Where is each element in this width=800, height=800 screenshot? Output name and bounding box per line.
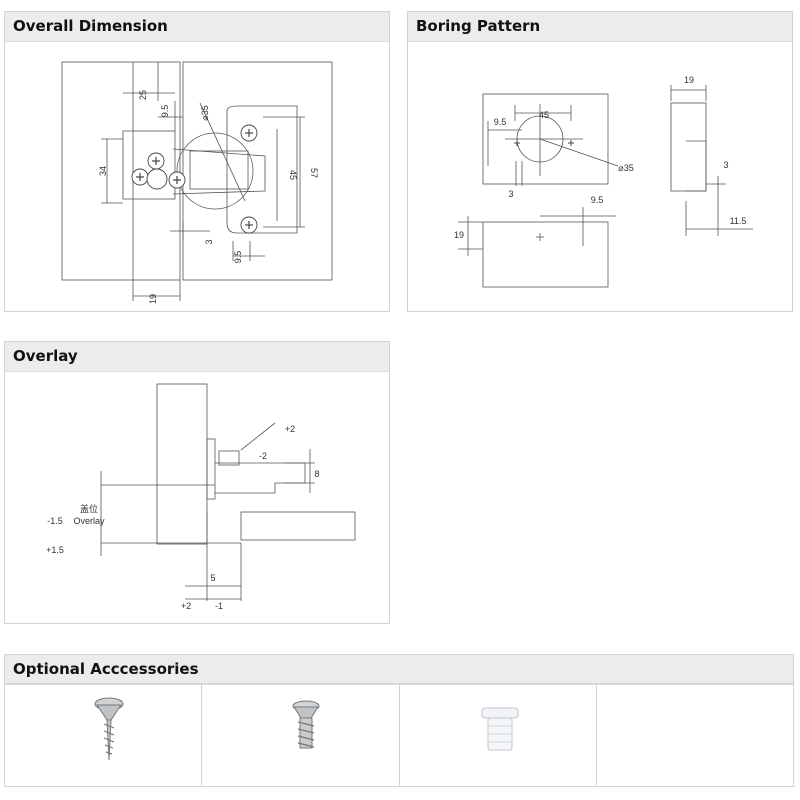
bp-dim-diameter-35: ⌀35 [618, 163, 633, 173]
accessories-row [4, 683, 794, 787]
overlay-dim-plus-2-top: +2 [285, 424, 295, 434]
accessories-title: Optional Acccessories [5, 655, 793, 685]
overlay-label-english: Overlay [73, 516, 105, 526]
bp-dim-9-5-a: 9.5 [494, 117, 507, 127]
countersunk-screw-icon [94, 697, 124, 761]
overlay-dim-minus-1-bottom: -1 [215, 601, 223, 611]
dim-diameter-35: ⌀35 [200, 105, 210, 120]
accessory-item-3 [400, 684, 597, 786]
dim-34: 34 [98, 166, 108, 176]
euro-screw-icon [292, 700, 320, 749]
accessory-item-2 [202, 684, 400, 786]
overlay-dim-minus-2-top: -2 [259, 451, 267, 461]
dim-9-5-bottom: 9.5 [233, 251, 243, 264]
overall-dimension-title: Overall Dimension [5, 12, 389, 42]
dim-45: 45 [288, 170, 298, 180]
accessory-item-1 [5, 684, 203, 786]
boring-pattern-drawing: 9.5 45 ⌀35 3 9.5 19 19 3 11.5 [454, 75, 753, 288]
overlay-label-chinese: 盖位 [80, 503, 98, 514]
overall-dimension-drawing: 25 9.5 ⌀35 34 45 57 3 9.5 19 [61, 61, 333, 304]
bp-dim-19-top: 19 [684, 75, 694, 85]
overlay-dim-plus-1-5: +1.5 [46, 545, 64, 555]
plastic-dowel-icon [481, 707, 518, 751]
accessories-panel: Optional Acccessories [4, 654, 794, 685]
accessory-item-4 [597, 684, 793, 786]
bp-dim-11-5: 11.5 [730, 216, 747, 226]
bp-dim-9-5-b: 9.5 [591, 195, 604, 205]
dim-25: 25 [138, 90, 148, 100]
overlay-dim-minus-1-5: -1.5 [47, 516, 63, 526]
overall-dimension-panel: Overall Dimension [4, 11, 390, 312]
dim-3: 3 [204, 239, 214, 244]
overlay-title: Overlay [5, 342, 389, 372]
overlay-drawing: +2 -2 8 盖位 Overlay -1.5 +1.5 5 +2 -1 [46, 383, 356, 611]
bp-dim-3-a: 3 [508, 189, 513, 199]
dim-19: 19 [148, 294, 158, 304]
overlay-dim-5: 5 [210, 573, 215, 583]
dim-9-5-top: 9.5 [160, 105, 170, 118]
dim-57: 57 [309, 168, 319, 178]
boring-pattern-title: Boring Pattern [408, 12, 792, 42]
overlay-dim-plus-2-bottom: +2 [181, 601, 191, 611]
bp-dim-3-b: 3 [723, 160, 728, 170]
overlay-panel: Overlay +2 -2 8 盖位 Overlay -1.5 +1.5 5 [4, 341, 390, 624]
overlay-dim-8: 8 [314, 469, 319, 479]
bp-dim-19-left: 19 [454, 230, 464, 240]
bp-dim-45: 45 [539, 110, 549, 120]
boring-pattern-panel: Boring Pattern [407, 11, 793, 312]
